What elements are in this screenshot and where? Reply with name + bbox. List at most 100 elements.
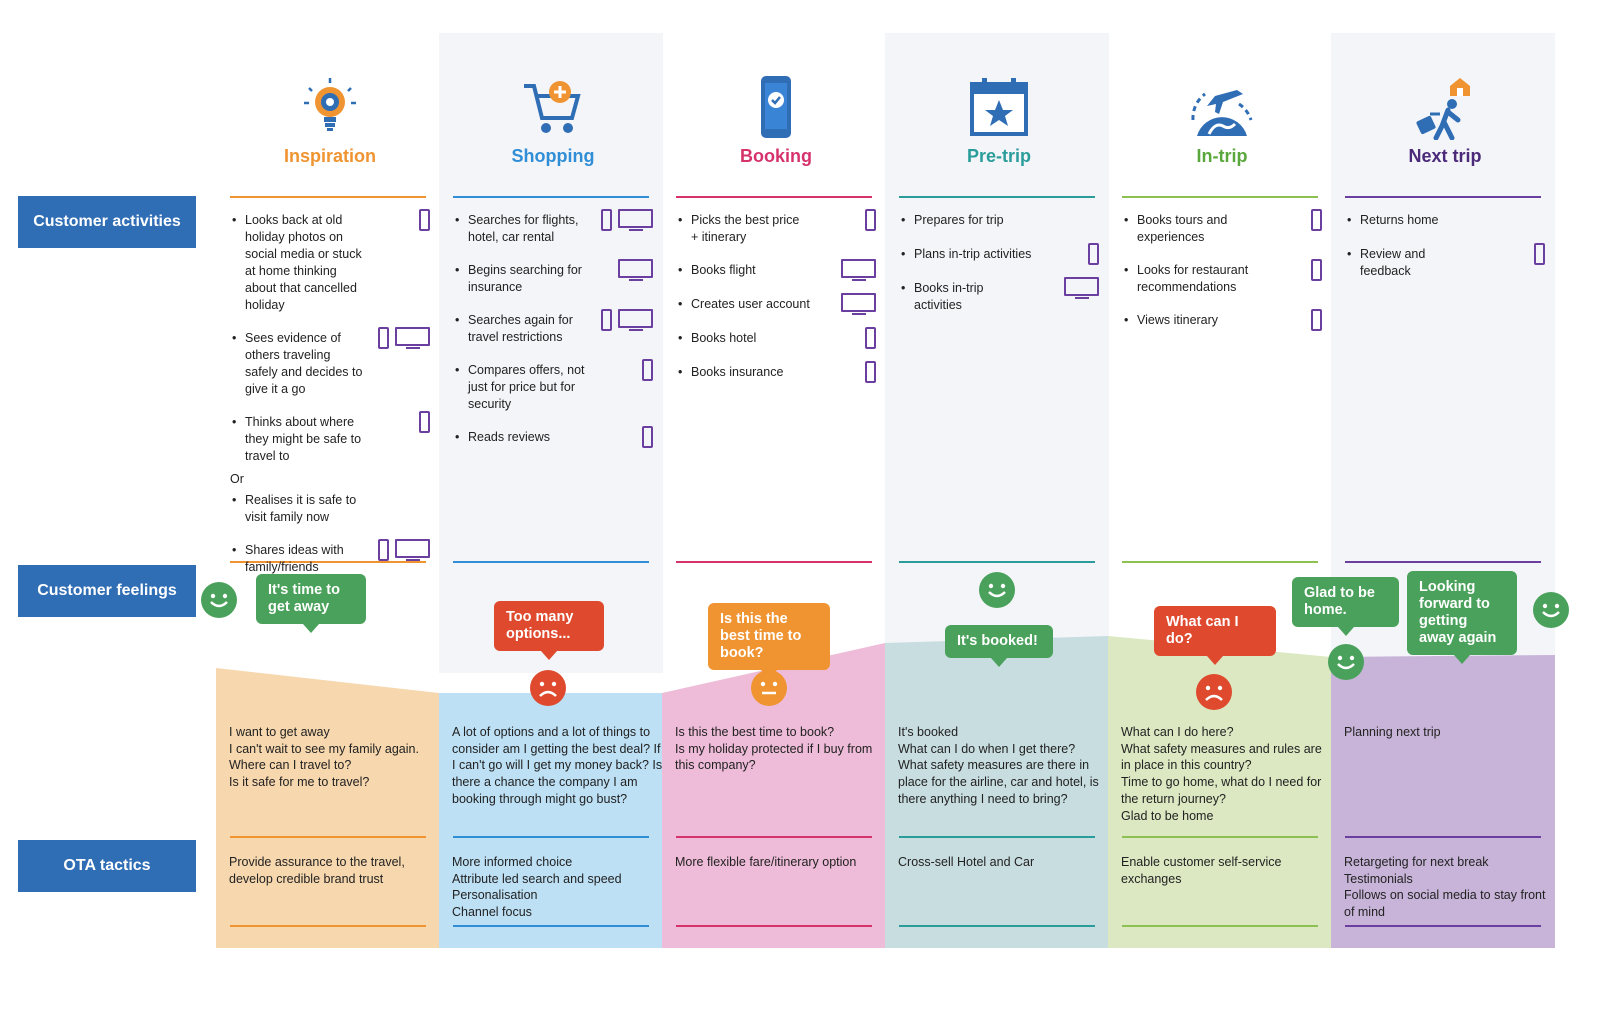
stage-divider (676, 196, 872, 198)
smartphone-icon (1311, 309, 1322, 331)
smartphone-icon (378, 539, 389, 561)
activity-list: Picks the best price + itineraryBooks fl… (676, 209, 876, 398)
sad-face-icon (1196, 674, 1232, 710)
stage-title-next-trip: Next trip (1408, 146, 1482, 166)
device-icons (419, 411, 430, 433)
smartphone-icon (1311, 209, 1322, 231)
device-icons (378, 327, 430, 350)
smartphone-icon (865, 361, 876, 383)
stage-divider (1122, 836, 1318, 838)
stage-divider (676, 561, 872, 563)
activity-text: Books insurance (691, 365, 784, 379)
device-icons (865, 209, 876, 231)
ota-tactic-text: Enable customer self-service exchanges (1121, 855, 1282, 886)
device-icons (1534, 243, 1545, 265)
emotion-speech-bubble: Glad to be home. (1292, 577, 1399, 636)
activity-item: Reads reviews (453, 426, 653, 448)
stage-divider (899, 836, 1095, 838)
stage-divider (1345, 836, 1541, 838)
activity-text: Books in-trip activities (914, 281, 984, 312)
stage-divider (1345, 196, 1541, 198)
activity-text: Books tours and experiences (1137, 213, 1228, 244)
stage-divider (230, 836, 426, 838)
device-icons (841, 259, 876, 282)
customer-feelings-text: What can I do here? What safety measures… (1121, 725, 1322, 823)
stage-column-bg (885, 33, 1109, 673)
stage-emotion-fill (662, 643, 885, 948)
emotion-speech-bubble: Looking forward to getting away again (1407, 571, 1517, 664)
neutral-face-icon (751, 670, 787, 706)
emotion-speech-bubble: What can I do? (1154, 606, 1276, 665)
activity-item: Sees evidence of others traveling safely… (230, 327, 430, 398)
device-icons (1064, 277, 1099, 300)
smartphone-icon (865, 209, 876, 231)
stage-emotion-fill (439, 693, 662, 948)
activity-item: Plans in-trip activities (899, 243, 1099, 265)
stage-divider (230, 925, 426, 927)
smartphone-icon (1534, 243, 1545, 265)
stage-divider (676, 925, 872, 927)
stage-divider (453, 925, 649, 927)
activity-list: Searches for flights, hotel, car rentalB… (453, 209, 653, 463)
plane-globe-icon (1108, 74, 1336, 140)
activity-list: Prepares for tripPlans in-trip activitie… (899, 212, 1099, 330)
desktop-computer-icon (618, 309, 653, 332)
smartphone-icon (642, 426, 653, 448)
row-label-ota-tactics: OTA tactics (18, 840, 196, 892)
smartphone-icon (601, 209, 612, 231)
stage-divider (1345, 925, 1541, 927)
stage-divider (1122, 925, 1318, 927)
sad-face-icon (530, 670, 566, 706)
activity-text: Creates user account (691, 297, 810, 311)
desktop-computer-icon (395, 327, 430, 350)
activity-text: Thinks about where they might be safe to… (245, 415, 362, 463)
activity-item: Looks for restaurant recommendations (1122, 259, 1322, 296)
desktop-computer-icon (841, 259, 876, 282)
activity-item: Books hotel (676, 327, 876, 349)
emotion-speech-bubble: It's booked! (945, 625, 1053, 667)
lightbulb-gear-icon (216, 74, 444, 140)
device-icons (1088, 243, 1099, 265)
activity-list: Returns homeReview and feedback (1345, 212, 1545, 296)
activity-text: Shares ideas with family/friends (245, 543, 344, 574)
activity-item: Looks back at old holiday photos on soci… (230, 209, 430, 314)
activity-separator: Or (230, 471, 430, 488)
row-label-customer-activities: Customer activities (18, 196, 196, 248)
activity-item: Books in-trip activities (899, 277, 1099, 314)
smartphone-icon (601, 309, 612, 331)
stage-title-shopping: Shopping (511, 146, 595, 166)
happy-face-icon (201, 582, 237, 618)
customer-feelings-text: I want to get away I can't wait to see m… (229, 725, 419, 790)
ota-tactic-text: More informed choice Attribute led searc… (452, 855, 622, 920)
smartphone-icon (419, 411, 430, 433)
device-icons (841, 293, 876, 316)
smartphone-icon (642, 359, 653, 381)
activity-item: Creates user account (676, 293, 876, 316)
device-icons (642, 426, 653, 448)
row-label-customer-feelings: Customer feelings (18, 565, 196, 617)
activity-item: Realises it is safe to visit family now (230, 492, 430, 526)
smartphone-icon (378, 327, 389, 349)
ota-tactic-text: More flexible fare/itinerary option (675, 855, 857, 869)
smartphone-icon (419, 209, 430, 231)
happy-face-icon (1533, 592, 1569, 628)
device-icons (1311, 309, 1322, 331)
happy-face-icon (1328, 644, 1364, 680)
device-icons (865, 361, 876, 383)
stage-divider (1122, 196, 1318, 198)
stage-divider (899, 196, 1095, 198)
activity-text: Searches for flights, hotel, car rental (468, 213, 579, 244)
activity-item: Prepares for trip (899, 212, 1099, 230)
stage-divider (899, 561, 1095, 563)
device-icons (378, 539, 430, 562)
device-icons (1311, 209, 1322, 231)
ota-tactic-text: Provide assurance to the travel, develop… (229, 855, 405, 886)
activity-text: Searches again for travel restrictions (468, 313, 573, 344)
activity-item: Books insurance (676, 361, 876, 383)
desktop-computer-icon (395, 539, 430, 562)
activity-text: Sees evidence of others traveling safely… (245, 331, 363, 396)
customer-feelings-text: Is this the best time to book? Is my hol… (675, 725, 873, 773)
device-icons (618, 259, 653, 282)
activity-text: Plans in-trip activities (914, 247, 1032, 261)
